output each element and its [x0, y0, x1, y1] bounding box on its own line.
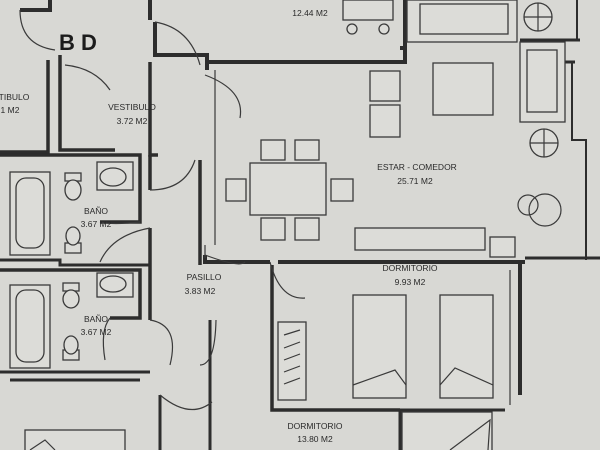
sofa-top	[406, 0, 553, 43]
room-labels: B D 12.44 M2 TIBULO 1 M2 VESTIBULO 3.72 …	[0, 8, 457, 444]
bano1-area: 3.67 M2	[81, 219, 112, 229]
twin-beds	[352, 294, 494, 399]
living-set	[369, 62, 494, 138]
pasillo-area: 3.83 M2	[185, 286, 216, 296]
bano2-name: BAÑO	[84, 314, 108, 324]
dining-table	[225, 139, 354, 241]
sideboard	[354, 227, 516, 258]
bano1-name: BAÑO	[84, 206, 108, 216]
block-label: B D	[59, 30, 97, 55]
estar-name: ESTAR - COMEDOR	[377, 162, 457, 172]
top-room-area: 12.44 M2	[292, 8, 328, 18]
wardrobe	[277, 321, 307, 401]
vestibulo-area: 3.72 M2	[117, 116, 148, 126]
vestibulo-name: VESTIBULO	[108, 102, 156, 112]
pasillo-name: PASILLO	[187, 272, 222, 282]
left-vestibule-name: TIBULO	[0, 92, 30, 102]
dormitorio2-area: 13.80 M2	[297, 434, 333, 444]
top-room-furniture	[342, 0, 394, 35]
dormitorio2-name: DORMITORIO	[287, 421, 342, 431]
door-swings	[19, 9, 306, 411]
bano2-area: 3.67 M2	[81, 327, 112, 337]
bottom-room-furniture	[24, 411, 493, 450]
bath1-fixtures	[9, 161, 134, 256]
estar-area: 25.71 M2	[397, 176, 433, 186]
plant	[517, 193, 562, 227]
bath2-fixtures	[9, 272, 134, 369]
sofa-right	[519, 41, 566, 158]
left-vestibule-area: 1 M2	[1, 105, 20, 115]
dormitorio1-name: DORMITORIO	[382, 263, 437, 273]
dormitorio1-area: 9.93 M2	[395, 277, 426, 287]
